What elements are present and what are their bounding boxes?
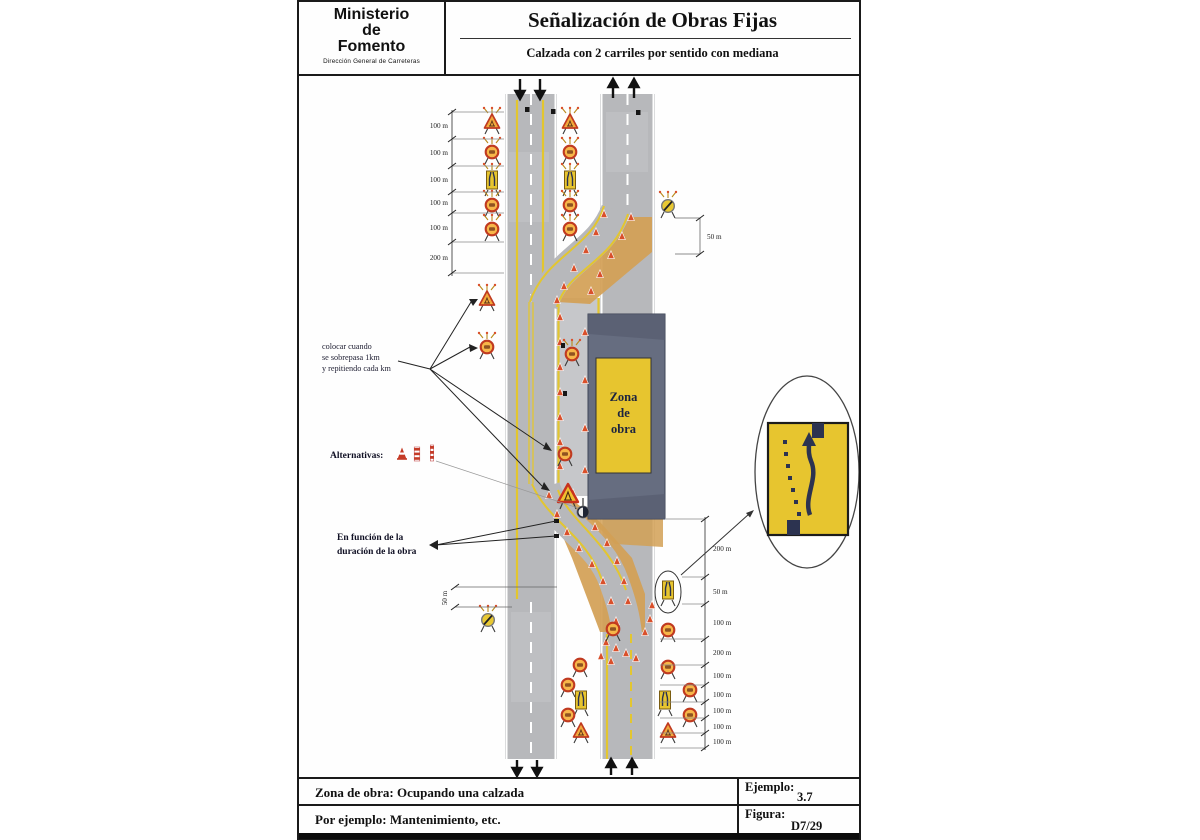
work-zone-label: Zona [610, 390, 639, 404]
alternatives-label: Alternativas: [330, 451, 383, 461]
work-zone-description: Zona de obra: Ocupando una calzada [315, 785, 525, 800]
distance-label: 100 m [713, 738, 732, 746]
lower-crossover-lane [530, 481, 642, 636]
work-zone-label: obra [611, 422, 637, 436]
speed-limit-sign-icon [561, 137, 579, 164]
distance-label: 100 m [713, 691, 732, 699]
end-of-restrictions-sign-icon [479, 605, 497, 632]
roadworks-warning-sign-icon [483, 107, 501, 134]
edge-markers [525, 107, 641, 538]
alternatives-pointer-line [435, 460, 579, 509]
balise-marker-icon [576, 505, 590, 519]
sheet-bottom-bar [299, 833, 859, 839]
lane-shift-detail [754, 375, 860, 569]
arrowhead [429, 540, 438, 550]
panel-alternative-icon [413, 446, 421, 462]
repeat-note-line: colocar cuando [322, 342, 372, 351]
distance-label: 100 m [713, 723, 732, 731]
no-overtaking-sign-icon [561, 709, 575, 727]
repeat-note-line: se sobrepasa 1km [322, 353, 380, 362]
lane-closure-panel-sign-icon [658, 691, 672, 716]
distance-label: 50 m [713, 588, 728, 596]
work-zone-shade [588, 314, 665, 340]
lane-closure-panel-sign-icon [574, 691, 588, 716]
ministry-subtitle: Dirección General de Carreteras [323, 58, 420, 65]
left-bottom-distance-bracket [450, 583, 557, 611]
distance-label: 200 m [430, 254, 449, 262]
arrowhead [746, 510, 754, 518]
no-overtaking-sign-icon [561, 214, 579, 241]
for-example-text: Por ejemplo: Mantenimiento, etc. [315, 812, 501, 827]
roadworks-warning-sign-icon [561, 107, 579, 134]
work-buffer-below-zone [590, 519, 663, 547]
roadworks-warning-sign-icon [478, 284, 496, 311]
distance-label: 50 m [707, 233, 722, 241]
ministry-line: de [362, 22, 381, 39]
distance-label: 100 m [430, 176, 449, 184]
work-zone: Zona de obra [587, 313, 666, 520]
duration-note-line: En función de la [337, 533, 404, 543]
work-zone-sign [595, 357, 652, 474]
ministry-name: Ministerio de Fomento [299, 7, 444, 55]
traffic-direction-arrows [510, 76, 641, 779]
ministry-line: Fomento [337, 38, 406, 55]
detail-connector-line [680, 513, 750, 576]
speed-limit-sign-icon [683, 684, 697, 702]
sign-tab-top [812, 423, 824, 438]
distance-label: 100 m [430, 224, 449, 232]
duration-note-line: duración de la obra [337, 547, 417, 557]
distance-label: 50 m [441, 590, 449, 605]
work-buffer-upper [557, 217, 652, 304]
signage-diagram: Zona de obra [322, 76, 860, 779]
footer-zone-row: Zona de obra: Ocupando una calzada [299, 777, 859, 804]
lane-shift-arrowhead [802, 432, 816, 446]
distance-label: 200 m [713, 545, 732, 553]
duration-note-lines [435, 520, 557, 546]
footer-divider [737, 777, 739, 838]
speed-limit-sign-icon [561, 679, 575, 697]
title-divider [460, 38, 851, 39]
right-distance-bracket [660, 515, 710, 752]
title-box: Señalización de Obras Fijas Calzada con … [446, 2, 859, 76]
work-zone-shade [588, 494, 665, 519]
footer-example-row: Por ejemplo: Mantenimiento, etc. [299, 804, 859, 833]
ministry-line: Ministerio [333, 6, 410, 23]
distance-label: 100 m [713, 672, 732, 680]
lane-shift-arrow [806, 442, 816, 516]
distance-label: 100 m [713, 707, 732, 715]
dotted-lane-line [783, 440, 801, 516]
distance-label: 100 m [430, 149, 449, 157]
lane-shift-panel-sign-icon [661, 581, 675, 606]
distance-label: 100 m [430, 199, 449, 207]
cone-alternative-icon [397, 447, 407, 460]
speed-limit-sign-icon [573, 659, 587, 677]
upper-crossover-lane [528, 204, 631, 311]
document-title: Señalización de Obras Fijas [527, 8, 778, 32]
speed-limit-sign-icon [478, 332, 496, 359]
right-top-distance-bracket [675, 214, 705, 258]
distance-label: 200 m [713, 649, 732, 657]
roadworks-warning-sign-icon [574, 723, 589, 743]
left-distance-bracket [447, 108, 504, 277]
diagram-area: Zona de obra [299, 76, 860, 779]
no-overtaking-sign-icon [483, 214, 501, 241]
arrowheads [469, 299, 552, 491]
distance-label: 100 m [430, 122, 449, 130]
work-zone-label: de [617, 406, 630, 420]
end-of-restrictions-sign-icon [659, 191, 677, 218]
highlight-oval-small [654, 570, 682, 614]
document-subtitle: Calzada con 2 carriles por sentido con m… [526, 46, 779, 60]
distance-label: 100 m [713, 619, 732, 627]
speed-limit-sign-icon [483, 137, 501, 164]
speed-limit-sign-icon [661, 661, 675, 679]
temporary-yellow-markings [515, 100, 632, 759]
document-sheet: Ministerio de Fomento Dirección General … [297, 0, 861, 840]
sign-tab-bottom [787, 520, 800, 535]
repeat-note-arrows [397, 301, 545, 487]
ministry-logo-box: Ministerio de Fomento Dirección General … [299, 2, 446, 76]
striped-pole-alternative-icon [429, 444, 435, 462]
repeat-note-line: y repitiendo cada km [322, 364, 392, 373]
